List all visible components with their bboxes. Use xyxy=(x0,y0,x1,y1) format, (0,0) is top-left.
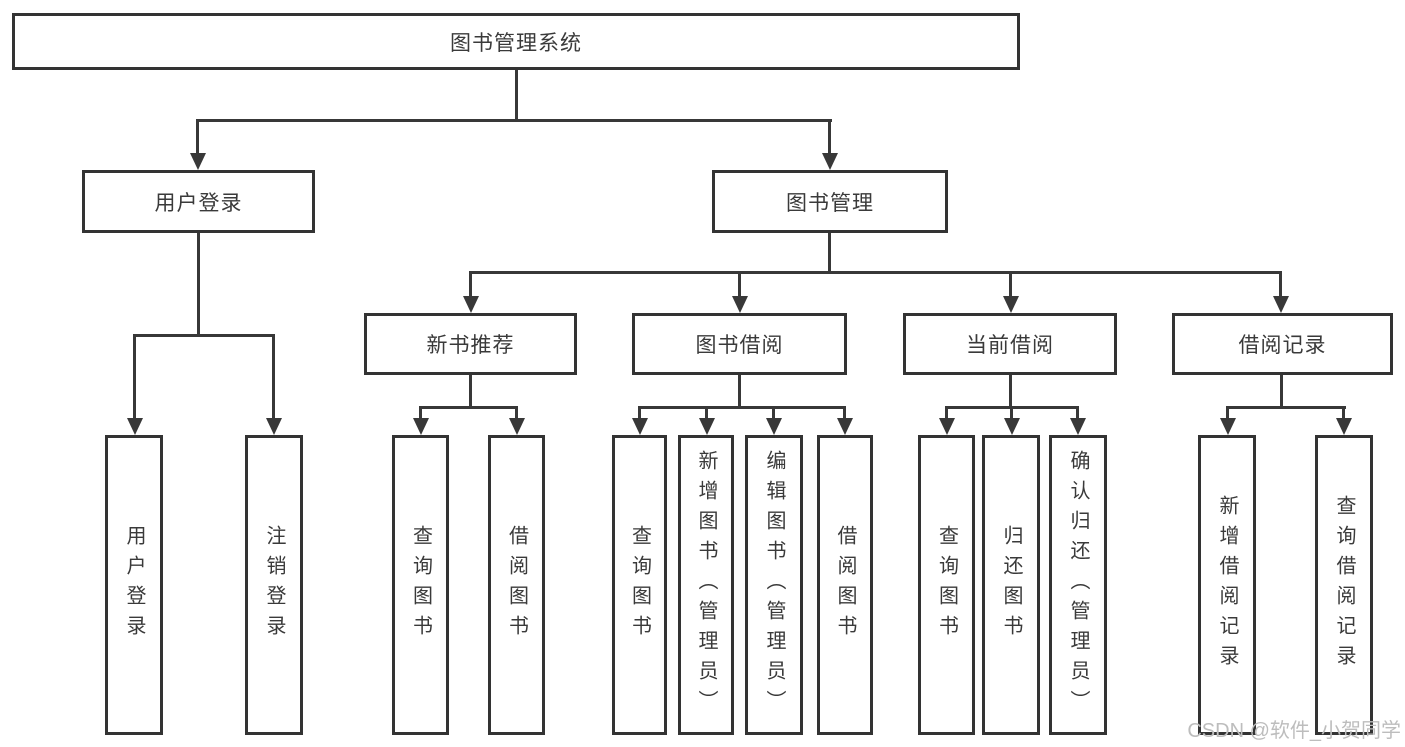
connector-line xyxy=(828,233,831,274)
arrow-down-icon xyxy=(462,271,479,313)
connector-line xyxy=(515,70,518,121)
leaf-logout: 注销登录 xyxy=(245,435,303,735)
arrow-down-icon xyxy=(731,271,748,313)
connector-line xyxy=(419,406,518,409)
node-user-login: 用户登录 xyxy=(82,170,315,233)
arrow-down-icon xyxy=(1272,271,1289,313)
connector-line xyxy=(133,334,275,337)
connector-line xyxy=(638,406,846,409)
node-book-management: 图书管理 xyxy=(712,170,948,233)
arrow-down-icon xyxy=(836,406,853,435)
leaf-borrow-edit-books-admin: 编辑图书（管理员） xyxy=(745,435,803,735)
connector-line xyxy=(1226,406,1346,409)
leaf-borrow-add-books-admin: 新增图书（管理员） xyxy=(678,435,734,735)
leaf-records-add-record: 新增借阅记录 xyxy=(1198,435,1256,735)
connector-line xyxy=(738,375,741,408)
arrow-down-icon xyxy=(938,406,955,435)
arrow-down-icon xyxy=(1335,406,1352,435)
connector-line xyxy=(469,271,1281,274)
arrow-down-icon xyxy=(189,119,206,170)
watermark: CSDN @软件_小贺同学 xyxy=(1187,720,1401,742)
node-current-borrow: 当前借阅 xyxy=(903,313,1117,375)
arrow-down-icon xyxy=(1003,406,1020,435)
leaf-user-login: 用户登录 xyxy=(105,435,163,735)
arrow-down-icon xyxy=(1219,406,1236,435)
leaf-borrow-borrow-books: 借阅图书 xyxy=(817,435,873,735)
connector-line xyxy=(1009,375,1012,408)
leaf-records-query-record: 查询借阅记录 xyxy=(1315,435,1373,735)
node-new-book-recommend: 新书推荐 xyxy=(364,313,577,375)
arrow-down-icon xyxy=(1069,406,1086,435)
node-root: 图书管理系统 xyxy=(12,13,1020,70)
arrow-down-icon xyxy=(126,334,143,435)
arrow-down-icon xyxy=(508,406,525,435)
node-borrow-records: 借阅记录 xyxy=(1172,313,1393,375)
connector-line xyxy=(469,375,472,408)
arrow-down-icon xyxy=(631,406,648,435)
arrow-down-icon xyxy=(412,406,429,435)
arrow-down-icon xyxy=(821,119,838,170)
connector-line xyxy=(197,233,200,337)
arrow-down-icon xyxy=(765,406,782,435)
leaf-recommend-query-books: 查询图书 xyxy=(392,435,449,735)
connector-line xyxy=(196,119,832,122)
leaf-current-return-books: 归还图书 xyxy=(982,435,1040,735)
leaf-recommend-borrow-books: 借阅图书 xyxy=(488,435,545,735)
arrow-down-icon xyxy=(265,334,282,435)
connector-line xyxy=(1280,375,1283,408)
leaf-borrow-query-books: 查询图书 xyxy=(612,435,667,735)
arrow-down-icon xyxy=(698,406,715,435)
leaf-current-confirm-return-admin: 确认归还（管理员） xyxy=(1049,435,1107,735)
node-book-borrow: 图书借阅 xyxy=(632,313,847,375)
arrow-down-icon xyxy=(1002,271,1019,313)
leaf-current-query-books: 查询图书 xyxy=(918,435,975,735)
